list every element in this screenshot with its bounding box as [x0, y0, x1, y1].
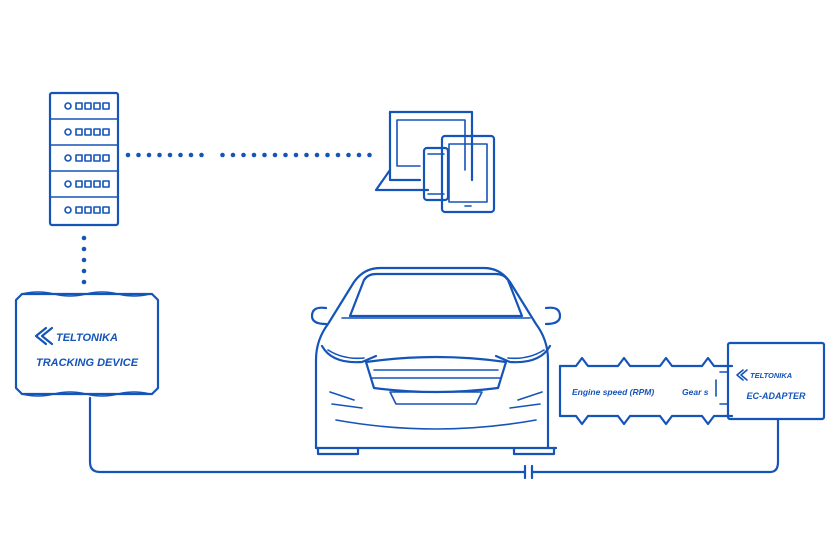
- tracking-device: TELTONIKA TRACKING DEVICE: [14, 291, 160, 397]
- tablet-icon: [440, 134, 496, 214]
- tracker-brand: TELTONIKA: [56, 332, 118, 344]
- teltonika-logo-icon: [736, 369, 748, 381]
- tracker-to-adapter-cable: [88, 396, 780, 480]
- tracker-label: TRACKING DEVICE: [36, 357, 139, 369]
- server-to-devices-link: [125, 152, 372, 158]
- signal-label-engine-speed: Engine speed (RPM): [572, 387, 654, 397]
- server-to-tracker-link: [81, 235, 87, 285]
- phone-icon: [422, 146, 450, 202]
- teltonika-logo-icon: [34, 326, 54, 346]
- signal-label-gear: Gear s: [682, 387, 709, 397]
- laptop-icon: [374, 110, 474, 192]
- ec-adapter: TELTONIKA EC-ADAPTER: [715, 341, 826, 421]
- server-icon: [48, 91, 120, 227]
- car-icon: [310, 266, 562, 456]
- adapter-brand: TELTONIKA: [750, 371, 792, 380]
- adapter-model: EC-ADAPTER: [746, 391, 806, 401]
- can-signal-arrows: Engine speed (RPM) Gear s: [558, 356, 734, 426]
